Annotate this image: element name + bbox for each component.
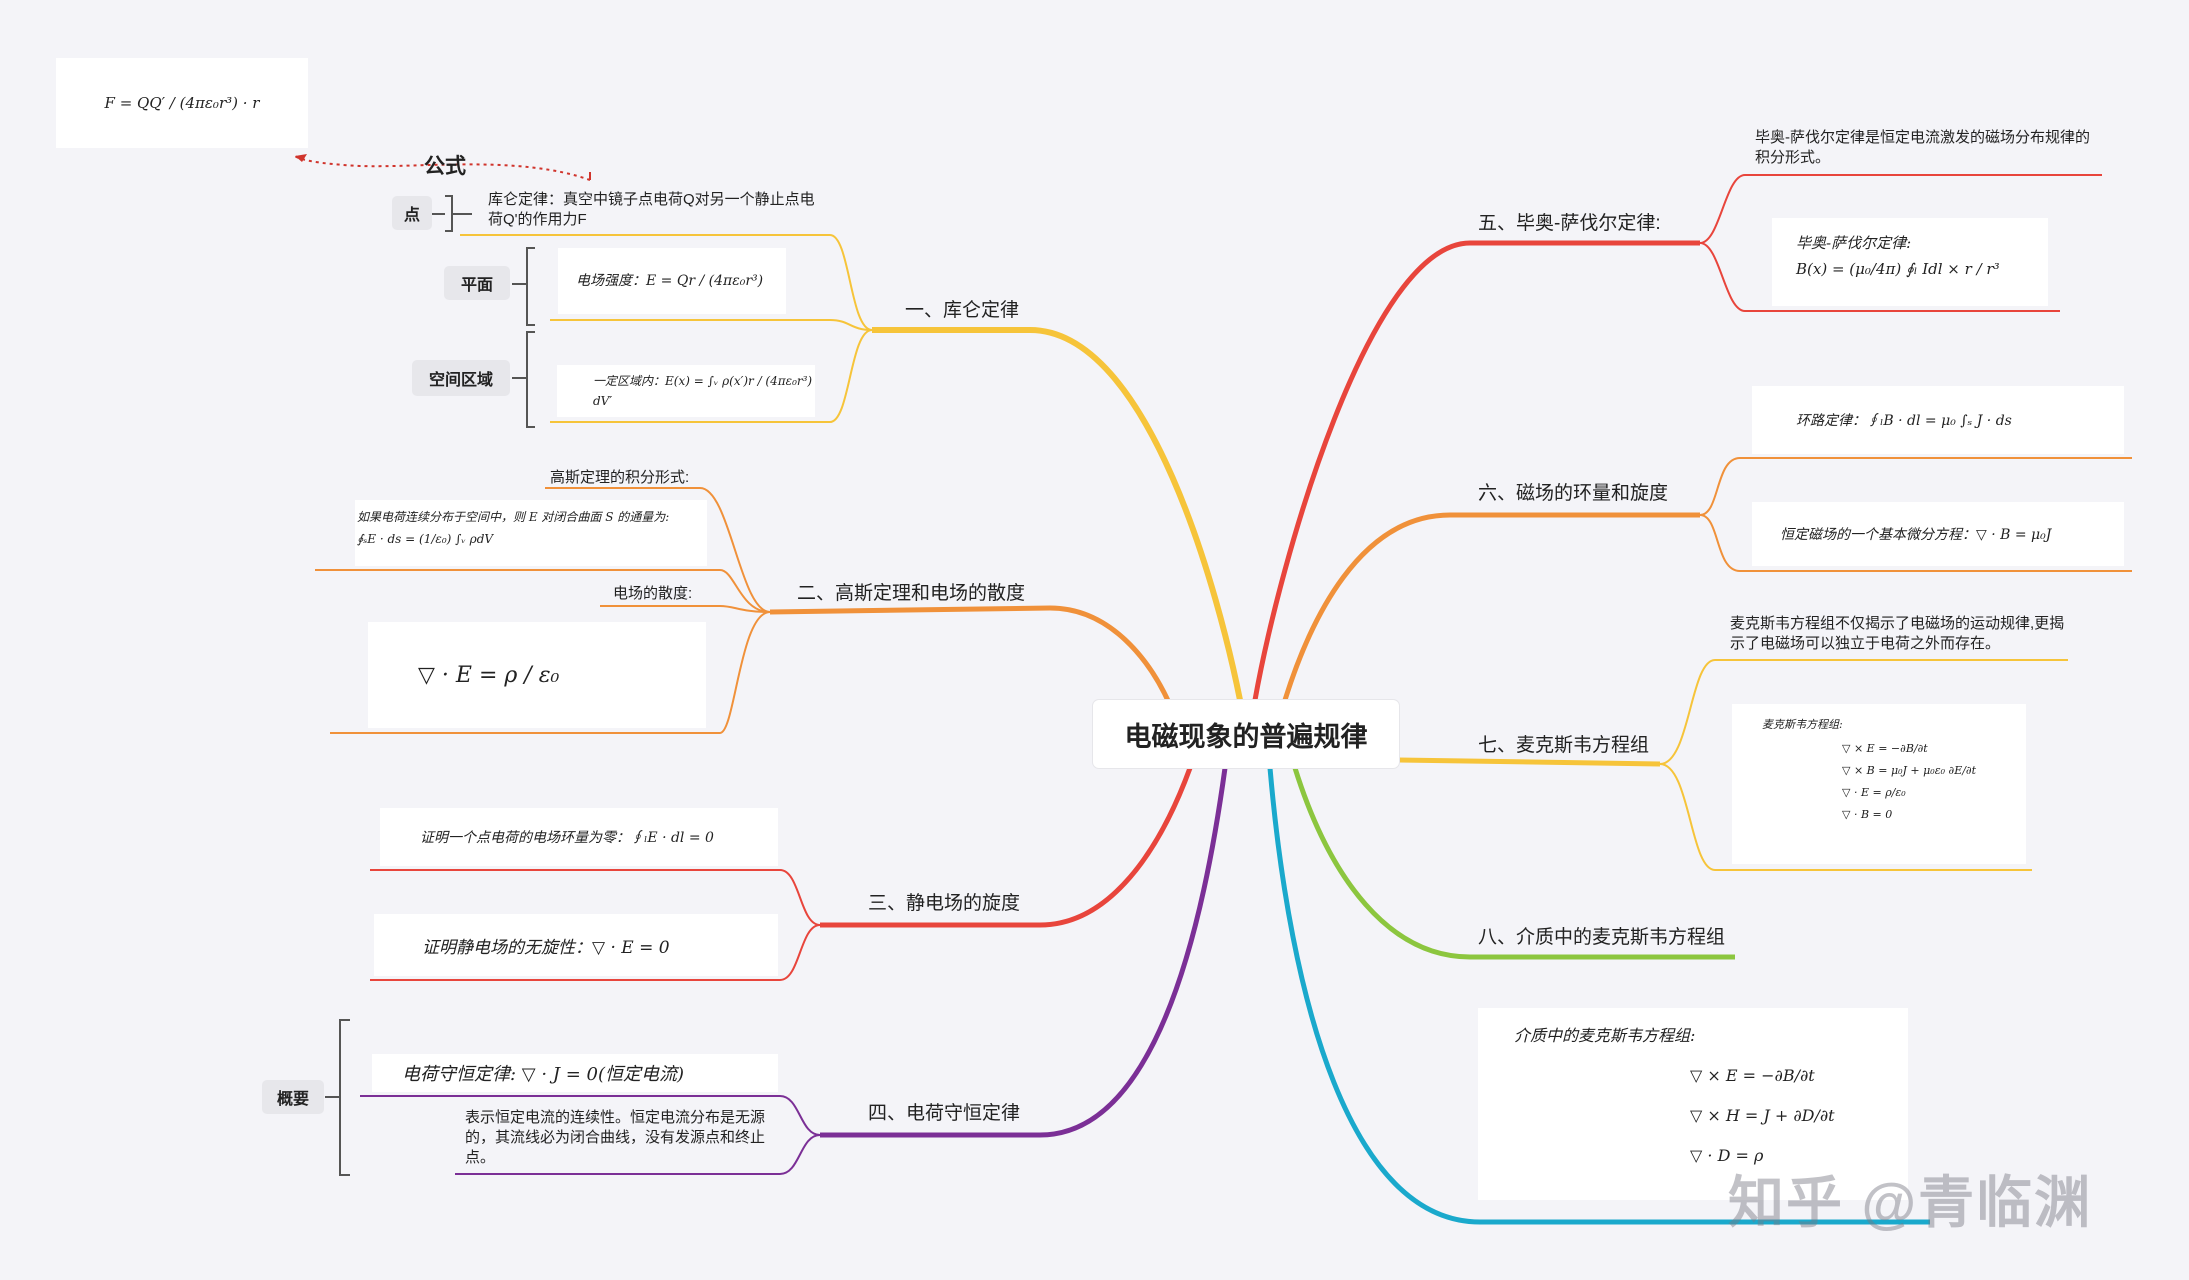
basic-eq-text: 恒定磁场的一个基本微分方程：▽ · B = μ₀J <box>1780 527 2052 543</box>
maxwell-card: 麦克斯韦方程组: ▽ × E = −∂B/∂t ▽ × B = μ₀J + μ₀… <box>1732 704 2026 864</box>
edge-b8-main <box>1292 767 1735 960</box>
formula-tag[interactable]: 公式 <box>424 155 466 178</box>
media-maxwell-title: 介质中的麦克斯韦方程组: <box>1514 1026 1696 1045</box>
conservation-card: 电荷守恒定律: ▽ · J = 0(恒定电流) <box>372 1054 778 1092</box>
region-field-card: 一定区域内：E(x) = ∫ᵥ ρ(x′)r / (4πε₀r³) dV′ <box>557 365 815 417</box>
edge-b6-u2 <box>1699 514 2132 572</box>
edge-b8-card <box>1267 767 1930 1225</box>
edge-b5-main <box>1252 240 1700 701</box>
region-field-text: 一定区域内：E(x) = ∫ᵥ ρ(x′)r / (4πε₀r³) dV′ <box>593 374 813 408</box>
edge-b3-u2 <box>370 924 821 981</box>
bracket-summary <box>325 1019 350 1176</box>
circulation-card: 证明一个点电荷的电场环量为零：∮ₗE · dl = 0 <box>380 808 778 866</box>
tag-point[interactable]: 点 <box>392 196 432 230</box>
edge-b3-u1 <box>370 869 821 926</box>
basic-eq-card: 恒定磁场的一个基本微分方程：▽ · B = μ₀J <box>1752 502 2124 566</box>
bracket-space <box>512 331 535 428</box>
tag-plane[interactable]: 平面 <box>444 266 510 300</box>
edge-b3-main <box>820 767 1193 928</box>
edge-b2-u3 <box>600 605 771 613</box>
conservation-text: 电荷守恒定律: ▽ · J = 0(恒定电流) <box>402 1064 685 1085</box>
irrotational-text: 证明静电场的无旋性：▽ · E = 0 <box>422 937 670 958</box>
maxwell-intro[interactable]: 麦克斯韦方程组不仅揭示了电磁场的运动规律,更揭示了电磁场可以独立于电荷之外而存在… <box>1730 615 2065 652</box>
biot-savart-title: 毕奥-萨伐尔定律: <box>1796 234 1912 252</box>
edge-b5-u2 <box>1699 242 2060 312</box>
gauss-card: 如果电荷连续分布于空间中，则 E 对闭合曲面 S 的通量为: ∮ₛE · ds … <box>355 500 707 566</box>
tag-space-region[interactable]: 空间区域 <box>412 360 510 396</box>
branch-gauss[interactable]: 二、高斯定理和电场的散度 <box>797 583 1026 604</box>
divergence-card: ▽ · E = ρ / ε₀ <box>368 622 706 728</box>
gauss-card-line2: ∮ₛE · ds = (1/ε₀) ∫ᵥ ρdV <box>357 532 494 546</box>
branch-curl[interactable]: 三、静电场的旋度 <box>868 893 1021 914</box>
maxwell-eq-3: ▽ · E = ρ/ε₀ <box>1842 786 1906 799</box>
biot-savart-card: 毕奥-萨伐尔定律: B(x) = (μ₀/4π) ∮ₗ Idl × r / r³ <box>1772 218 2048 306</box>
bracket-plane <box>512 247 535 326</box>
branch-circulation-curl[interactable]: 六、磁场的环量和旋度 <box>1478 483 1669 504</box>
divergence-formula: ▽ · E = ρ / ε₀ <box>418 662 560 688</box>
tag-summary[interactable]: 概要 <box>262 1080 324 1114</box>
media-eq-2: ▽ × H = J + ∂D/∂t <box>1690 1106 1835 1125</box>
gauss-integral-label[interactable]: 高斯定理的积分形式: <box>550 469 690 486</box>
coulomb-text[interactable]: 库仑定律：真空中镜子点电荷Q对另一个静止点电荷Q'的作用力F <box>488 191 815 228</box>
edge-b7-u2 <box>1659 763 2032 871</box>
conservation-note[interactable]: 表示恒定电流的连续性。恒定电流分布是无源的，其流线必为闭合曲线，没有发源点和终止… <box>465 1109 766 1166</box>
edge-b2-u4 <box>330 611 771 734</box>
formula-arrow-head <box>295 154 307 162</box>
formula-card: F = QQ′ / (4πε₀r³) · r <box>56 58 308 148</box>
field-strength-card: 电场强度：E = Qr / (4πε₀r³) <box>558 248 786 314</box>
edge-b1-u2 <box>550 319 873 331</box>
edge-b1-u1 <box>460 234 873 331</box>
media-maxwell-equations: ▽ × E = −∂B/∂t ▽ × H = J + ∂D/∂t ▽ · D =… <box>1514 1056 1908 1176</box>
irrotational-card: 证明静电场的无旋性：▽ · E = 0 <box>374 914 778 976</box>
edge-b4-u2 <box>455 1134 821 1175</box>
loop-law-text: 环路定律：∮ₗB · dl = μ₀ ∫ₛ J · ds <box>1796 413 2012 429</box>
media-maxwell-card: 介质中的麦克斯韦方程组: ▽ × E = −∂B/∂t ▽ × H = J + … <box>1478 1008 1908 1200</box>
divergence-label[interactable]: 电场的散度: <box>613 585 693 602</box>
edge-b4-main <box>820 767 1228 1138</box>
edge-b6-main <box>1282 512 1700 701</box>
field-strength-text: 电场强度：E = Qr / (4πε₀r³) <box>576 273 764 289</box>
circulation-text: 证明一个点电荷的电场环量为零：∮ₗE · dl = 0 <box>420 830 714 846</box>
edge-b4-u1 <box>360 1095 821 1136</box>
edge-b6-u1 <box>1699 457 2132 516</box>
bracket-point <box>445 195 472 232</box>
maxwell-equations: ▽ × E = −∂B/∂t ▽ × B = μ₀J + μ₀ε₀ ∂E/∂t … <box>1762 738 2026 826</box>
media-eq-1: ▽ × E = −∂B/∂t <box>1690 1066 1815 1085</box>
maxwell-eq-4: ▽ · B = 0 <box>1842 808 1893 821</box>
media-eq-3: ▽ · D = ρ <box>1690 1146 1764 1165</box>
maxwell-eq-1: ▽ × E = −∂B/∂t <box>1842 742 1928 755</box>
edge-b2-main <box>769 605 1173 707</box>
edge-b5-u1 <box>1699 174 2102 244</box>
branch-coulomb[interactable]: 一、库仑定律 <box>905 300 1020 321</box>
branch-maxwell-media[interactable]: 八、介质中的麦克斯韦方程组 <box>1478 927 1726 948</box>
formula-arrow <box>294 155 591 181</box>
edge-b1-u3 <box>550 329 873 423</box>
edge-b7-u1 <box>1659 659 2068 765</box>
central-topic[interactable]: 电磁现象的普遍规律 <box>1093 700 1399 768</box>
edge-b2-u2 <box>315 569 771 613</box>
loop-law-card: 环路定律：∮ₗB · dl = μ₀ ∫ₛ J · ds <box>1752 386 2124 454</box>
formula-card-text: F = QQ′ / (4πε₀r³) · r <box>104 94 260 112</box>
branch-charge-conservation[interactable]: 四、电荷守恒定律 <box>868 1103 1021 1124</box>
edge-b1-main <box>872 327 1243 701</box>
edge-b2-u1 <box>545 487 771 613</box>
gauss-card-line1: 如果电荷连续分布于空间中，则 E 对闭合曲面 S 的通量为: <box>357 510 670 524</box>
maxwell-eq-2: ▽ × B = μ₀J + μ₀ε₀ ∂E/∂t <box>1842 764 1977 777</box>
watermark-text: 知乎 @青临渊 <box>1728 1171 2093 1234</box>
edge-b7-main <box>1398 757 1661 767</box>
branch-biot-savart[interactable]: 五、毕奥-萨伐尔定律: <box>1478 213 1661 234</box>
biot-savart-intro[interactable]: 毕奥-萨伐尔定律是恒定电流激发的磁场分布规律的积分形式。 <box>1755 129 2090 166</box>
biot-savart-formula: B(x) = (μ₀/4π) ∮ₗ Idl × r / r³ <box>1796 260 2000 278</box>
branch-maxwell[interactable]: 七、麦克斯韦方程组 <box>1478 735 1650 756</box>
maxwell-card-title: 麦克斯韦方程组: <box>1762 718 1843 731</box>
